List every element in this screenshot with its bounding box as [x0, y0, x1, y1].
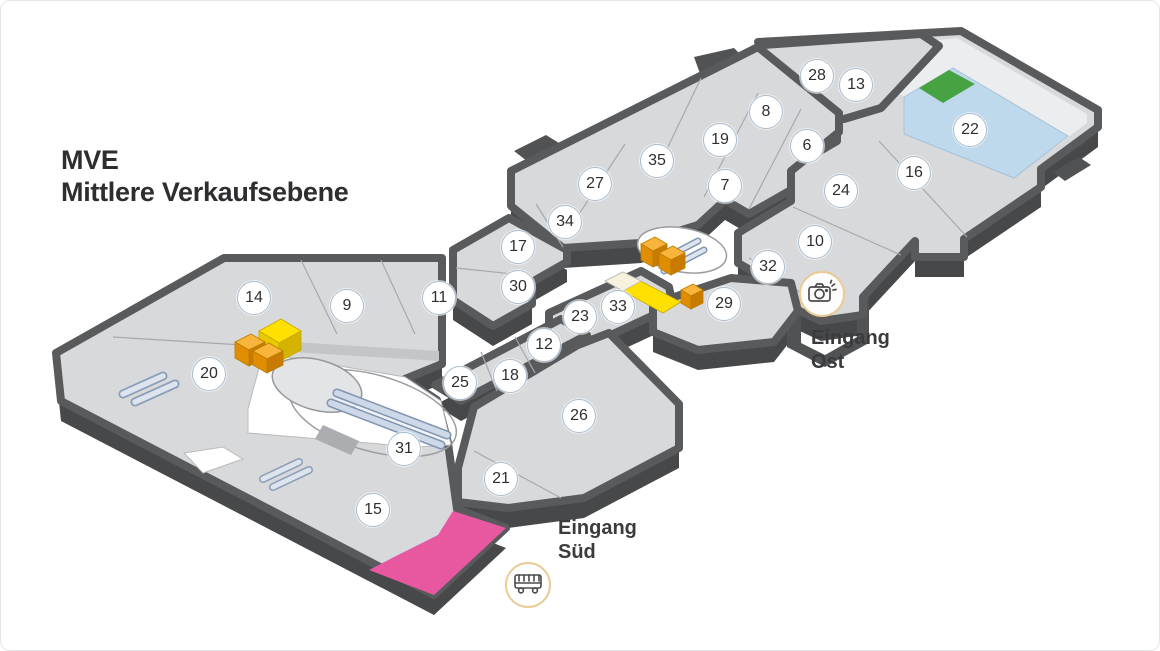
room-marker-26[interactable]: 26: [562, 399, 596, 433]
floor-notch: [182, 446, 245, 474]
elevator-icons-west: [234, 318, 302, 374]
room-marker-13[interactable]: 13: [839, 68, 873, 102]
room-marker-27[interactable]: 27: [578, 167, 612, 201]
atrium-escalator-main: [271, 357, 458, 458]
entrance-badge-sued[interactable]: [505, 562, 551, 608]
page-title-line2: Mittlere Verkaufsebene: [61, 176, 349, 207]
room-marker-18[interactable]: 18: [493, 359, 527, 393]
escalator-landing: [315, 425, 359, 455]
room-marker-31[interactable]: 31: [387, 432, 421, 466]
room-marker-19[interactable]: 19: [703, 123, 737, 157]
wall-stub-mid: [514, 135, 559, 161]
room-marker-10[interactable]: 10: [798, 225, 832, 259]
room-marker-11[interactable]: 11: [422, 281, 456, 315]
elevator-icon-mid: [680, 283, 704, 310]
room-marker-21[interactable]: 21: [484, 462, 518, 496]
entrance-sued-zone[interactable]: [369, 511, 506, 595]
bus-icon: [513, 571, 543, 600]
room-marker-17[interactable]: 17: [501, 230, 535, 264]
room-marker-12[interactable]: 12: [527, 328, 561, 362]
escalator-icon-room-15: [259, 458, 313, 491]
escalator-ramps-icon: [326, 388, 452, 450]
entrance-label-ost: Eingang Ost: [811, 327, 890, 373]
entrance-badge-ost[interactable]: [799, 271, 845, 317]
escalator-icon-room-20: [118, 371, 180, 407]
room-marker-24[interactable]: 24: [824, 174, 858, 208]
page-title-line1: MVE: [61, 145, 119, 175]
room-marker-29[interactable]: 29: [707, 287, 741, 321]
room-marker-9[interactable]: 9: [330, 289, 364, 323]
green-highlight-zone[interactable]: [919, 70, 975, 103]
room-marker-14[interactable]: 14: [237, 281, 271, 315]
floor-step-strip: [293, 342, 439, 361]
elevator-icon-east: [640, 236, 686, 276]
entrance-label-sued: Eingang Süd: [558, 517, 637, 563]
wall-vestibule-eingang-ost: [787, 287, 869, 367]
room-marker-34[interactable]: 34: [548, 205, 582, 239]
room-marker-16[interactable]: 16: [897, 156, 931, 190]
room-marker-8[interactable]: 8: [749, 95, 783, 129]
room-marker-32[interactable]: 32: [751, 250, 785, 284]
wall-pillar-east-2: [1053, 157, 1091, 181]
camera-icon: [807, 279, 837, 310]
room-marker-15[interactable]: 15: [356, 493, 390, 527]
room-marker-30[interactable]: 30: [501, 270, 535, 304]
room-marker-28[interactable]: 28: [800, 59, 834, 93]
room-marker-33[interactable]: 33: [601, 290, 635, 324]
escalator-zone-mid: [604, 271, 704, 314]
atrium-escalator-east: [636, 226, 728, 276]
room-marker-6[interactable]: 6: [790, 129, 824, 163]
room-marker-7[interactable]: 7: [708, 169, 742, 203]
room-marker-23[interactable]: 23: [563, 300, 597, 334]
page-title: MVE Mittlere Verkaufsebene: [61, 145, 349, 209]
room-marker-22[interactable]: 22: [953, 113, 987, 147]
room-marker-20[interactable]: 20: [192, 357, 226, 391]
room-marker-25[interactable]: 25: [443, 366, 477, 400]
room-marker-35[interactable]: 35: [640, 144, 674, 178]
